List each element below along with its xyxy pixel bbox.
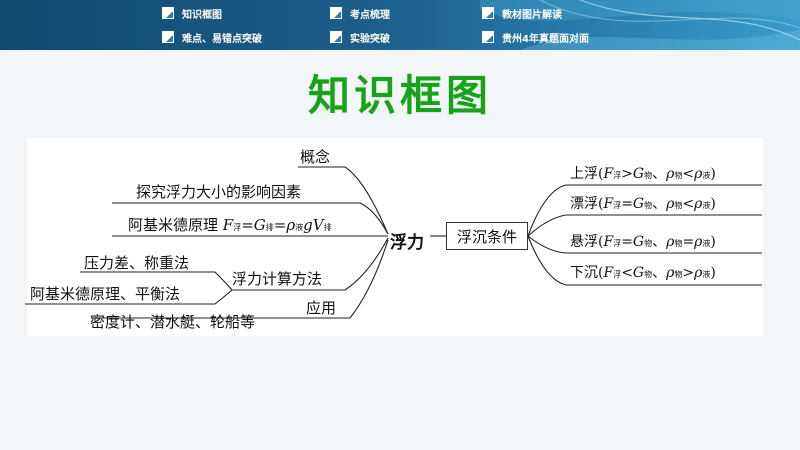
formula-sub: 物	[674, 270, 683, 279]
formula-sub: 物	[644, 201, 653, 210]
formula-rho: ρ	[694, 234, 703, 250]
formula-sep: 、	[652, 265, 667, 281]
nav-label: 知识框图	[182, 9, 222, 21]
formula-gV: gV	[303, 216, 324, 234]
formula-op: >	[621, 166, 633, 182]
formula-F: F	[222, 216, 234, 234]
nav-marker-icon	[482, 31, 494, 43]
nav-marker-icon	[162, 31, 174, 43]
condition-name: 下沉	[570, 265, 598, 281]
formula-op: <	[682, 196, 695, 212]
nav-marker-icon	[330, 31, 342, 43]
calc-item-archimedes: 阿基米德原理、平衡法	[30, 285, 181, 303]
formula-op: <	[621, 265, 633, 281]
formula-rho: ρ	[286, 216, 296, 234]
formula-rho: ρ	[694, 166, 703, 182]
formula-G: G	[632, 234, 645, 250]
formula-sub: 液	[702, 239, 711, 248]
condition-sink: 下沉(F浮<G物、ρ物>ρ液)	[570, 265, 716, 281]
top-nav-bar: 知识框图 考点梳理 教材图片解读 难点、易错点突破 实验突破 贵州4年真题面对面	[0, 0, 800, 50]
calc-item-pressure: 压力差、称重法	[84, 254, 190, 272]
branch-concept: 概念	[300, 148, 331, 166]
formula-sub: 物	[644, 239, 653, 248]
formula-op: =	[621, 196, 633, 212]
condition-name: 悬浮	[570, 234, 598, 250]
condition-suspend: 悬浮(F浮=G物、ρ物=ρ液)	[570, 234, 716, 250]
formula-sub: 液	[702, 270, 711, 279]
formula-sub: 物	[644, 171, 653, 180]
formula-G: G	[632, 196, 645, 212]
formula-sub: 浮	[613, 171, 622, 180]
formula-F: F	[603, 166, 614, 182]
branch-explore: 探究浮力大小的影响因素	[136, 183, 302, 201]
formula-sub: 浮	[233, 223, 242, 232]
nav-item-key-points[interactable]: 考点梳理	[330, 5, 390, 21]
branch-application: 应用	[306, 299, 337, 317]
condition-name: 漂浮	[570, 196, 598, 212]
formula-sub: 浮	[613, 270, 622, 279]
formula-sub: 物	[674, 239, 683, 248]
formula-op: =	[273, 216, 287, 234]
formula-rho: ρ	[666, 196, 675, 212]
archimedes-label: 阿基米德原理	[128, 216, 223, 234]
formula-sub: 物	[674, 171, 683, 180]
formula-op: <	[682, 166, 695, 182]
nav-label: 考点梳理	[350, 9, 390, 21]
formula-op: =	[621, 234, 633, 250]
nav-marker-icon	[162, 7, 174, 19]
decorative-wave	[480, 0, 800, 50]
formula-op: =	[682, 234, 695, 250]
formula-sub: 浮	[613, 239, 622, 248]
nav-label: 贵州4年真题面对面	[502, 33, 589, 45]
formula-sub: 排	[265, 223, 274, 232]
formula-sep: 、	[652, 166, 667, 182]
nav-item-experiments[interactable]: 实验突破	[330, 29, 390, 45]
nav-label: 教材图片解读	[502, 9, 562, 21]
float-sink-box: 浮沉条件	[446, 222, 528, 250]
formula-G: G	[632, 265, 645, 281]
nav-item-difficulties[interactable]: 难点、易错点突破	[162, 29, 262, 45]
formula-op: >	[682, 265, 695, 281]
condition-name: 上浮	[570, 166, 598, 182]
formula-sub: 排	[323, 223, 332, 232]
nav-label: 实验突破	[350, 33, 390, 45]
formula-sub: 浮	[613, 201, 622, 210]
formula-rho: ρ	[666, 265, 675, 281]
page-title: 知识框图	[307, 71, 492, 120]
formula-sub: 液	[702, 201, 711, 210]
formula-rho: ρ	[694, 196, 703, 212]
branch-calc-methods: 浮力计算方法	[232, 270, 323, 288]
formula-sep: 、	[652, 196, 667, 212]
nav-label: 难点、易错点突破	[182, 33, 262, 45]
formula-F: F	[603, 196, 614, 212]
center-node: 浮力	[390, 233, 424, 253]
nav-item-past-exams[interactable]: 贵州4年真题面对面	[482, 29, 589, 45]
condition-rise: 上浮(F浮>G物、ρ物<ρ液)	[570, 166, 716, 182]
formula-rho: ρ	[694, 265, 703, 281]
nav-marker-icon	[482, 7, 494, 19]
condition-float: 漂浮(F浮=G物、ρ物<ρ液)	[570, 196, 716, 212]
formula-G: G	[253, 216, 266, 234]
formula-sub: 液	[702, 171, 711, 180]
nav-item-textbook-images[interactable]: 教材图片解读	[482, 5, 562, 21]
nav-marker-icon	[330, 7, 342, 19]
formula-sub: 物	[674, 201, 683, 210]
formula-sub: 液	[295, 223, 304, 232]
application-items: 密度计、潜水艇、轮船等	[90, 313, 256, 331]
formula-op: =	[241, 216, 254, 234]
nav-item-knowledge-map[interactable]: 知识框图	[162, 5, 222, 21]
mindmap-card	[27, 138, 763, 336]
formula-G: G	[632, 166, 645, 182]
formula-F: F	[603, 234, 614, 250]
formula-rho: ρ	[666, 234, 675, 250]
formula-sub: 物	[644, 270, 653, 279]
formula-F: F	[603, 265, 614, 281]
formula-sep: 、	[652, 234, 667, 250]
formula-rho: ρ	[666, 166, 675, 182]
branch-archimedes: 阿基米德原理 F浮=G排=ρ液gV排	[128, 216, 332, 237]
